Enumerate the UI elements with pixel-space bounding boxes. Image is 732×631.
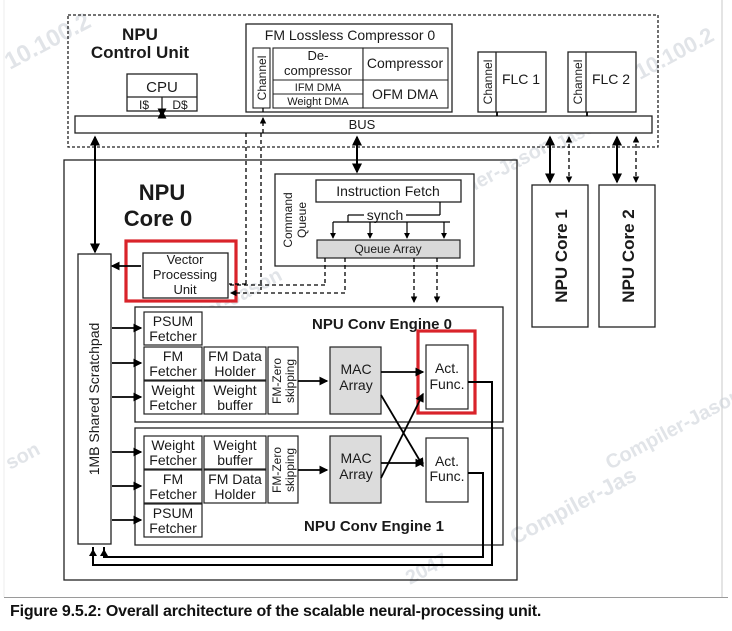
engine0-mac-label: MAC <box>340 361 371 377</box>
engine1-psum-label: Fetcher <box>149 520 197 536</box>
engine0-psum-label: Fetcher <box>149 328 197 344</box>
flc2-block <box>567 51 637 113</box>
engine1-fm-data-label: FM Data <box>208 471 262 487</box>
core1-label: NPU Core 1 <box>552 209 571 303</box>
ifm-dma-label: IFM DMA <box>295 82 342 94</box>
control-unit-region <box>67 14 659 148</box>
compressor-channel-label: Channel <box>255 56 269 101</box>
engine0-fm-data-label: FM Data <box>208 348 262 364</box>
engine1-weight-buf-label: buffer <box>217 452 253 468</box>
engine1-zero-label: skipping <box>283 448 297 492</box>
engine1-fm-data-label: Holder <box>214 486 256 502</box>
engine0-fm-label: FM <box>163 348 183 364</box>
engine1-weight-label: Fetcher <box>149 452 197 468</box>
core0-title: Core 0 <box>124 206 192 231</box>
watermark: Compiler-Jason <box>602 384 732 474</box>
weight-dma-label: Weight DMA <box>287 96 349 108</box>
engine0-title: NPU Conv Engine 0 <box>312 316 452 333</box>
engine0-act-label: Func. <box>429 376 464 392</box>
engine1-fm-label: FM <box>163 471 183 487</box>
control-unit-title: Control Unit <box>91 43 190 62</box>
watermark: son <box>2 438 44 474</box>
compressor-channel <box>252 47 271 109</box>
command-queue-label: Command <box>281 192 295 247</box>
flc2-channel-label: Channel <box>571 60 585 105</box>
dcache-label: D$ <box>172 98 188 112</box>
engine0-fm-label: Fetcher <box>149 363 197 379</box>
watermark: Compiler-Jas <box>506 462 641 550</box>
engine1-weight-label: Weight <box>151 437 194 453</box>
flc1-channel-label: Channel <box>481 60 495 105</box>
engine1-title: NPU Conv Engine 1 <box>304 518 444 535</box>
scratchpad-block <box>77 253 112 545</box>
core0-title: NPU <box>139 180 185 205</box>
engine1-weight-buf-label: Weight <box>213 437 256 453</box>
instruction-fetch-block <box>315 179 462 203</box>
watermark: 2047 <box>402 549 452 589</box>
engine0-weight-label: Weight <box>151 382 194 398</box>
queue-array-label: Queue Array <box>354 242 421 256</box>
compressor-label: Compressor <box>367 55 444 71</box>
engine1-psum-label: PSUM <box>153 505 193 521</box>
flc2-label: FLC 2 <box>592 71 630 87</box>
ofm-dma-label: OFM DMA <box>372 86 439 102</box>
queue-array-block <box>316 239 461 259</box>
engine0-weight-label: Fetcher <box>149 397 197 413</box>
bus-block <box>74 115 653 134</box>
decompressor-label: compressor <box>284 63 353 78</box>
engine1-fm-label: Fetcher <box>149 486 197 502</box>
control-unit-title: NPU <box>122 25 158 44</box>
icache-label: I$ <box>139 98 149 112</box>
engine1-act-label: Act. <box>435 453 459 469</box>
engine0-mac-label: Array <box>339 377 372 393</box>
scratchpad-label: 1MB Shared Scratchpad <box>86 323 102 476</box>
engine0-weight-buf-label: buffer <box>217 397 253 413</box>
command-queue-label: Queue <box>295 202 309 238</box>
engine0-act-label: Act. <box>435 360 459 376</box>
core2-label: NPU Core 2 <box>619 209 638 303</box>
figure-caption-bar: Figure 9.5.2: Overall architecture of th… <box>4 597 728 628</box>
compressor-title: FM Lossless Compressor 0 <box>265 27 436 43</box>
instruction-fetch-label: Instruction Fetch <box>336 183 440 199</box>
vpu-label: Unit <box>173 282 197 297</box>
watermark: 10.100.2 <box>0 8 95 76</box>
engine0-fm-data-label: Holder <box>214 363 256 379</box>
flc1-block <box>477 51 547 113</box>
figure-caption: Figure 9.5.2: Overall architecture of th… <box>10 603 542 620</box>
engine1-mac-label: Array <box>339 466 372 482</box>
flc1-label: FLC 1 <box>502 71 540 87</box>
engine0-zero-label: skipping <box>283 359 297 403</box>
core2-block <box>598 184 656 328</box>
vpu-block <box>142 252 229 299</box>
cpu-label: CPU <box>146 79 178 96</box>
decompressor-label: De- <box>308 48 329 63</box>
core0-region <box>63 159 518 581</box>
vpu-label: Processing <box>153 267 217 282</box>
engine0-weight-buf-label: Weight <box>213 382 256 398</box>
engine1-mac-label: MAC <box>340 450 371 466</box>
engine1-act-label: Func. <box>429 468 464 484</box>
core1-block <box>531 184 589 328</box>
bus-label: BUS <box>349 117 376 132</box>
vpu-highlight <box>124 239 238 303</box>
vpu-label: Vector <box>167 252 205 267</box>
engine0-psum-label: PSUM <box>153 313 193 329</box>
synch-label: synch <box>367 207 404 223</box>
engine1-zero-label: FM-Zero <box>270 447 284 493</box>
watermark: 10.100.2 <box>631 22 718 84</box>
engine0-zero-label: FM-Zero <box>270 358 284 404</box>
